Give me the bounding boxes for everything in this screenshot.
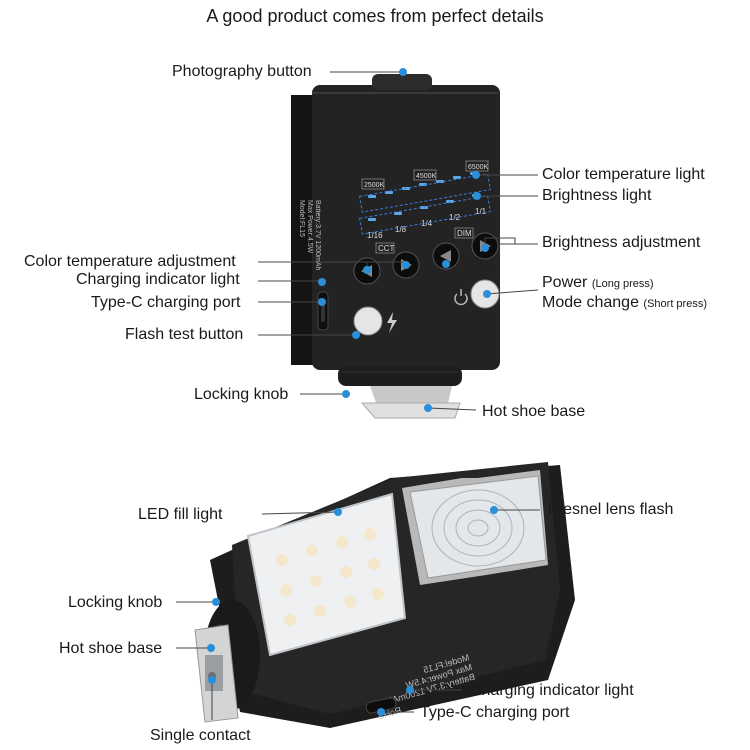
label-type-c-top: Type-C charging port xyxy=(91,294,241,311)
label-locking-knob-bottom: Locking knob xyxy=(68,594,163,611)
label-color-temp-adjustment: Color temperature adjustment xyxy=(24,253,236,270)
fresnel-window xyxy=(409,475,547,579)
panel-2500k: 2500K xyxy=(364,182,385,189)
side-print-2: Max Power:4.5W xyxy=(306,200,313,254)
label-power-text: Power xyxy=(542,274,588,291)
label-hot-shoe-bottom: Hot shoe base xyxy=(59,640,163,657)
label-power: Power (Long press) xyxy=(542,274,654,293)
label-brightness-light: Brightness light xyxy=(542,187,652,204)
label-photography-button: Photography button xyxy=(172,63,312,80)
panel-6500k: 6500K xyxy=(468,164,489,171)
bottom-device: Model:FL15 Max Power:4.5W Battery:3.7V 1… xyxy=(194,462,575,728)
panel-f4: 1/4 xyxy=(421,219,433,228)
label-led-fill-light: LED fill light xyxy=(138,506,223,523)
label-brightness-adjustment: Brightness adjustment xyxy=(542,234,701,251)
photography-button-shape xyxy=(372,74,432,90)
panel-dim: DIM xyxy=(457,229,472,238)
callout-dots-top xyxy=(318,68,491,412)
side-print-3: Battery:3.7V 1200mAh xyxy=(314,200,321,271)
label-charging-indicator-top: Charging indicator light xyxy=(76,271,240,288)
label-hot-shoe-top: Hot shoe base xyxy=(482,403,586,420)
panel-f1: 1/1 xyxy=(475,207,487,216)
label-locking-knob-top: Locking knob xyxy=(194,386,289,403)
label-mode-change: Mode change (Short press) xyxy=(542,294,707,313)
label-charging-indicator-bottom: Charging indicator light xyxy=(470,682,634,699)
label-fresnel-flash: Fresnel lens flash xyxy=(548,501,674,518)
label-single-contact: Single contact xyxy=(150,727,251,744)
label-power-note: (Long press) xyxy=(591,278,654,290)
label-type-c-bottom: Type-C charging port xyxy=(420,704,570,721)
power-icon xyxy=(454,289,468,306)
label-mode-change-note: (Short press) xyxy=(643,298,707,310)
label-flash-test: Flash test button xyxy=(125,326,244,343)
page-title: A good product comes from perfect detail… xyxy=(206,6,544,26)
top-device: Model:FL15 Max Power:4.5W Battery:3.7V 1… xyxy=(291,74,500,419)
callout-dots-bottom xyxy=(207,506,498,716)
panel-cct: CCT xyxy=(378,244,395,253)
dim-down-button xyxy=(432,242,460,270)
panel-4500k: 4500K xyxy=(416,173,437,180)
top-locking-knob xyxy=(338,366,462,386)
label-mode-change-text: Mode change xyxy=(542,294,639,311)
flash-icon xyxy=(387,312,397,333)
label-color-temp-light: Color temperature light xyxy=(542,166,705,183)
panel-f8: 1/8 xyxy=(395,225,407,234)
side-print-1: Model:FL15 xyxy=(298,200,305,237)
top-device-body xyxy=(312,85,500,370)
panel-f16: 1/16 xyxy=(367,231,383,240)
